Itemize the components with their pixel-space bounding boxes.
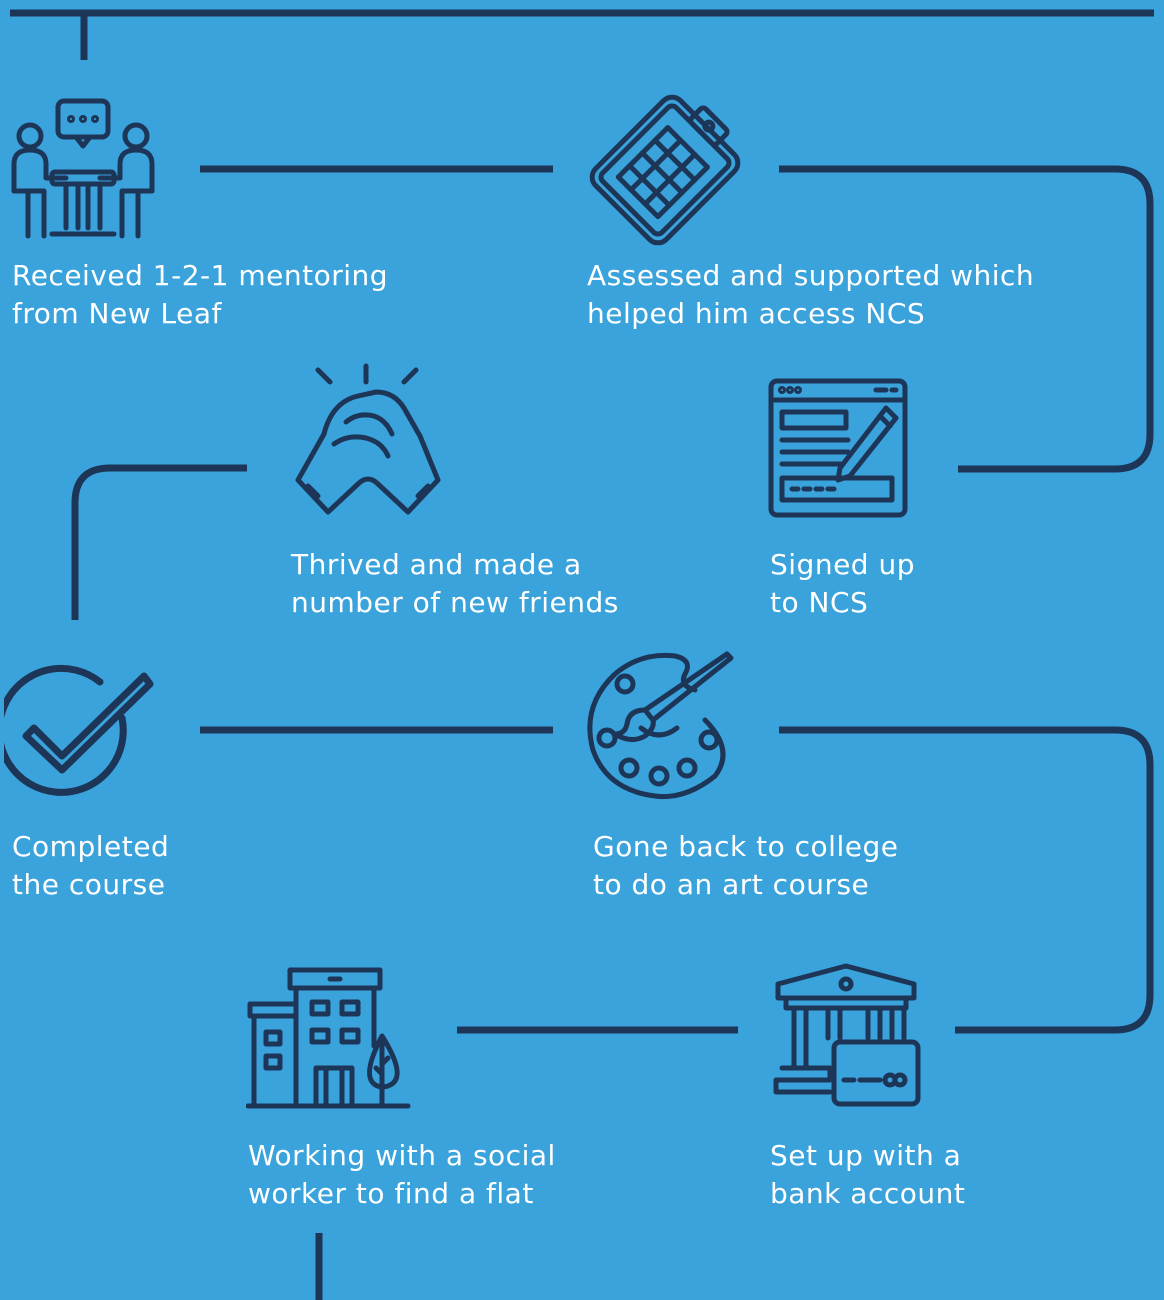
label-signed-up: Signed up to NCS [770, 546, 915, 622]
label-bank-account: Set up with a bank account [770, 1137, 965, 1213]
step-assessed [585, 90, 745, 250]
step-art-course [585, 650, 740, 800]
label-line: the course [12, 868, 166, 901]
mentoring-meeting-icon [11, 98, 155, 239]
label-assessed: Assessed and supported which helped him … [587, 257, 1034, 333]
bank-icon [773, 963, 921, 1107]
label-line: Received 1-2-1 mentoring [12, 259, 389, 292]
connector-4-5 [71, 464, 247, 620]
connector-2-3 [779, 165, 1154, 473]
art-palette-icon [587, 651, 734, 800]
label-thrived: Thrived and made a number of new friends [291, 546, 619, 622]
clasped-hands-icon [295, 363, 441, 515]
label-line: to do an art course [593, 868, 870, 901]
label-line: Thrived and made a [291, 548, 582, 581]
label-line: Signed up [770, 548, 915, 581]
label-mentoring: Received 1-2-1 mentoring from New Leaf [12, 257, 388, 333]
label-line: from New Leaf [12, 297, 222, 330]
label-completed: Completed the course [12, 828, 169, 904]
step-completed [4, 662, 154, 802]
label-art-course: Gone back to college to do an art course [593, 828, 898, 904]
label-line: Working with a social [248, 1139, 556, 1172]
step-bank-account [772, 962, 922, 1112]
step-signed-up [768, 378, 908, 518]
apartment-building-icon [246, 967, 411, 1109]
label-line: Completed [12, 830, 170, 863]
step-mentoring [8, 96, 158, 241]
label-line: number of new friends [291, 586, 619, 619]
step-find-flat [246, 966, 411, 1111]
checkmark-circle-icon [4, 664, 154, 796]
label-find-flat: Working with a social worker to find a f… [248, 1137, 556, 1213]
connector-6-7 [779, 726, 1154, 1034]
label-line: Assessed and supported which [587, 259, 1035, 292]
label-line: Set up with a [770, 1139, 962, 1172]
label-line: Gone back to college [593, 830, 899, 863]
label-line: worker to find a flat [248, 1177, 534, 1210]
step-thrived [288, 362, 448, 522]
clipboard-calculator-icon [589, 94, 741, 246]
label-line: to NCS [770, 586, 869, 619]
online-form-icon [768, 378, 908, 518]
label-line: bank account [770, 1177, 966, 1210]
label-line: helped him access NCS [587, 297, 926, 330]
